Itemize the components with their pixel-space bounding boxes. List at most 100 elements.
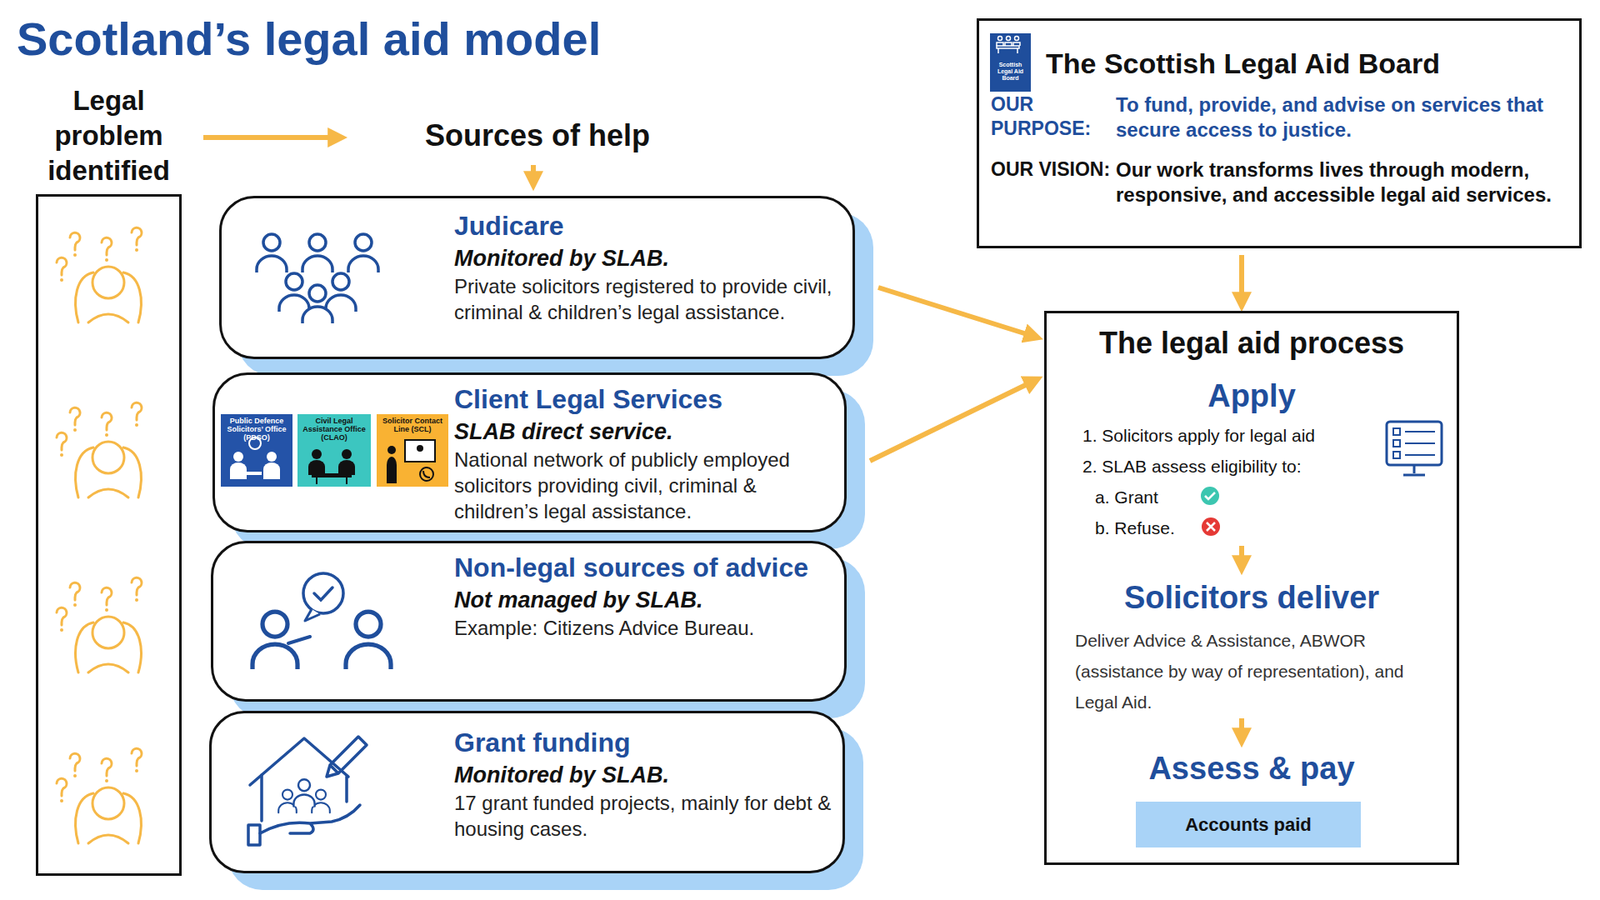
grant-check: [1200, 486, 1220, 505]
figure-head: [266, 451, 277, 462]
box-body: Example: Citizens Advice Bureau.: [454, 615, 840, 641]
box-heading: Grant funding: [454, 725, 842, 760]
service-tile: Civil Legal Assistance Office (CLAO): [296, 413, 372, 488]
worried-figure: [56, 748, 142, 844]
service-tile: Solicitor Contact Line (SCL): [375, 413, 450, 488]
tile-label: Public Defence Solicitors’ Office (PDSO): [222, 416, 291, 442]
help-box: JudicareMonitored by SLAB.Private solici…: [219, 195, 855, 360]
flow-connector: [878, 287, 1038, 338]
vision-label: OUR VISION:: [990, 157, 1116, 182]
logo-bodies: [996, 42, 1020, 54]
title-holder: Scotland’s legal aid model: [16, 11, 767, 67]
logo-people: [996, 36, 1020, 55]
speech-dot: [249, 437, 261, 450]
people-group-icon: [256, 234, 379, 324]
help-box: Client Legal ServicesSLAB direct service…: [212, 372, 847, 533]
cross-circle: [1201, 517, 1220, 536]
house-roof: [250, 738, 349, 785]
box-heading: Client Legal Services: [454, 381, 842, 417]
logo-head: [1015, 36, 1020, 41]
form-monitor-icon: [1386, 421, 1442, 475]
check-circle: [1200, 486, 1220, 505]
slab-title: The Scottish Legal Aid Board: [1045, 45, 1580, 81]
box-subheading: Monitored by SLAB.: [454, 760, 842, 790]
accounts-box: Accounts paid: [1135, 801, 1361, 848]
problem-box: Legal problem identified: [35, 194, 182, 876]
box-body: 17 grant funded projects, mainly for deb…: [454, 790, 840, 842]
box-subheading: Monitored by SLAB.: [454, 243, 842, 274]
problem-heading: Legal problem identified: [19, 83, 199, 189]
clao-figure: [308, 449, 355, 485]
person-icon: [252, 611, 298, 670]
scl-figure: [386, 440, 435, 484]
screen-person: [416, 445, 424, 452]
form-box: [1393, 428, 1400, 435]
step-heading: Solicitors deliver: [1046, 578, 1457, 617]
form-lines: [1405, 431, 1435, 455]
accounts-label: Accounts paid: [1185, 813, 1312, 837]
bubble-tail: [305, 609, 320, 621]
person-icon: [325, 273, 356, 312]
form-box: [1393, 440, 1400, 447]
box-heading: Non-legal sources of advice: [454, 550, 842, 585]
house-icon: [248, 736, 367, 845]
step-heading: Assess & pay: [1046, 749, 1457, 788]
logo-head: [998, 36, 1003, 41]
monitor-screen: [1386, 421, 1442, 465]
person-icon: [302, 234, 333, 273]
screen: [405, 440, 435, 462]
table-legs: [316, 477, 347, 485]
phone-circle: [420, 467, 434, 481]
step-option: b. Refuse.: [1095, 512, 1195, 544]
advice-icon: [252, 573, 391, 670]
process-box: The legal aid processApply 1. Solicitors …: [1044, 310, 1460, 865]
flow-connector: [1239, 255, 1245, 306]
logo-box: Scottish Legal Aid Board: [990, 33, 1031, 92]
person-icon: [348, 234, 379, 273]
slab-box: The Scottish Legal Aid BoardOUR PURPOSE:…: [976, 18, 1582, 249]
step-body: Deliver Advice & Assistance, ABWOR (assi…: [1075, 625, 1430, 718]
box-subheading: Not managed by SLAB.: [454, 585, 842, 615]
figure-head: [387, 445, 396, 455]
pen: [326, 736, 367, 777]
check-mark: [314, 587, 333, 600]
table: [246, 471, 262, 475]
person-icon: [302, 285, 333, 324]
logo-head: [1006, 36, 1011, 41]
tile-label: Civil Legal Assistance Office (CLAO): [299, 416, 370, 442]
cuff: [248, 825, 260, 845]
house-walls: [261, 775, 347, 821]
worried-figure: [56, 402, 142, 498]
person-icon: [311, 790, 330, 814]
form-box: [1393, 451, 1400, 459]
purpose-label: OUR PURPOSE:: [990, 92, 1116, 141]
box-body: Private solicitors registered to provide…: [454, 273, 840, 325]
person-icon: [256, 234, 287, 273]
cross-mark: [1206, 522, 1215, 531]
step-heading: Apply: [1046, 376, 1457, 415]
figure-body: [338, 460, 355, 475]
person-icon: [278, 790, 297, 814]
worried-figure: [56, 577, 142, 673]
figure-head: [341, 449, 352, 460]
check-mark: [1205, 492, 1215, 500]
help-box: Grant fundingMonitored by SLAB.17 grant …: [209, 710, 845, 874]
figure-body: [386, 456, 397, 484]
pdso-figure: [230, 437, 280, 480]
label-holder: Sources of help: [391, 116, 684, 155]
worried-figure: [56, 227, 142, 323]
person-icon: [293, 779, 315, 806]
flow-arrow: [203, 135, 342, 140]
step-item: 1. Solicitors apply for legal aid: [1082, 420, 1375, 451]
refuse-cross: [1201, 517, 1220, 536]
page-title: Scotland’s legal aid model: [16, 11, 767, 67]
flow-arrow: [530, 165, 536, 185]
process-title: The legal aid process: [1046, 325, 1457, 362]
figure-body: [308, 460, 325, 475]
logo-table: [996, 45, 1020, 49]
logo-text: Scottish Legal Aid Board: [990, 61, 1030, 82]
help-box: Non-legal sources of adviceNot managed b…: [210, 540, 847, 702]
person-icon: [345, 611, 391, 670]
